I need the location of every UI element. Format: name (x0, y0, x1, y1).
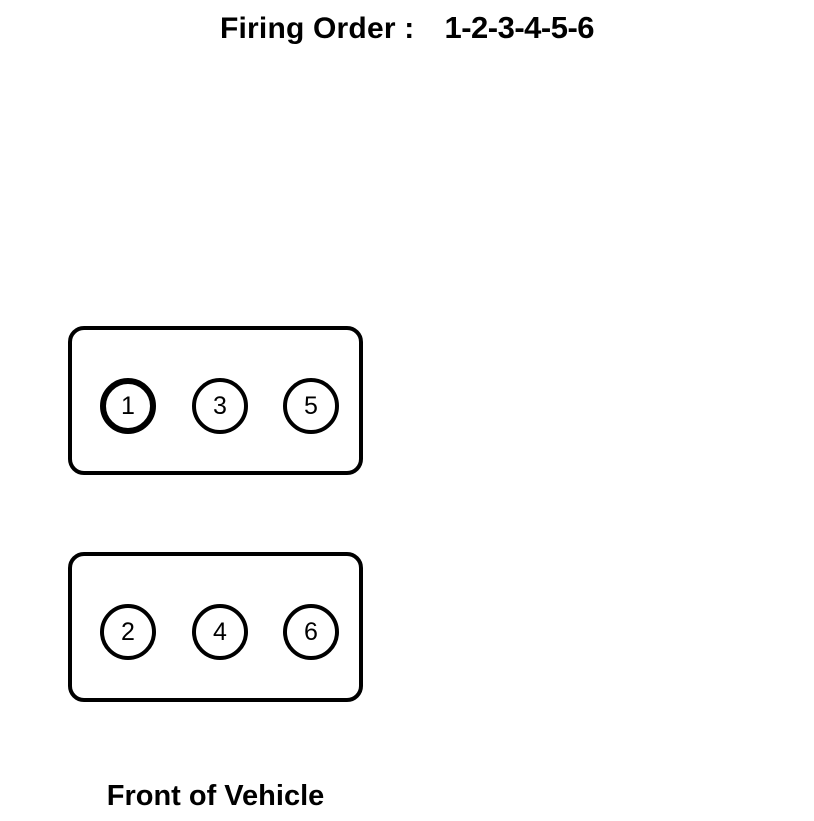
cylinder-2-label: 2 (121, 617, 135, 646)
cylinder-5[interactable]: 5 (283, 378, 339, 434)
engine-bank-bottom: 2 4 6 (68, 552, 363, 702)
cylinder-1[interactable]: 1 (100, 378, 156, 434)
cylinder-2[interactable]: 2 (100, 604, 156, 660)
firing-order-sequence: 1-2-3-4-5-6 (444, 10, 595, 45)
cylinder-4[interactable]: 4 (192, 604, 248, 660)
cylinder-3[interactable]: 3 (192, 378, 248, 434)
firing-order-label: Firing Order : (219, 12, 415, 45)
cylinder-5-label: 5 (304, 391, 318, 420)
cylinder-row-bottom: 2 4 6 (72, 556, 359, 698)
cylinder-1-label: 1 (121, 391, 135, 420)
cylinder-row-top: 1 3 5 (72, 330, 359, 471)
cylinder-4-label: 4 (213, 617, 227, 646)
firing-order-title: Firing Order : 1-2-3-4-5-6 (0, 10, 814, 46)
cylinder-3-label: 3 (213, 391, 227, 420)
cylinder-6[interactable]: 6 (283, 604, 339, 660)
front-of-vehicle-caption: Front of Vehicle (106, 780, 325, 812)
cylinder-6-label: 6 (304, 617, 318, 646)
engine-bank-top: 1 3 5 (68, 326, 363, 475)
